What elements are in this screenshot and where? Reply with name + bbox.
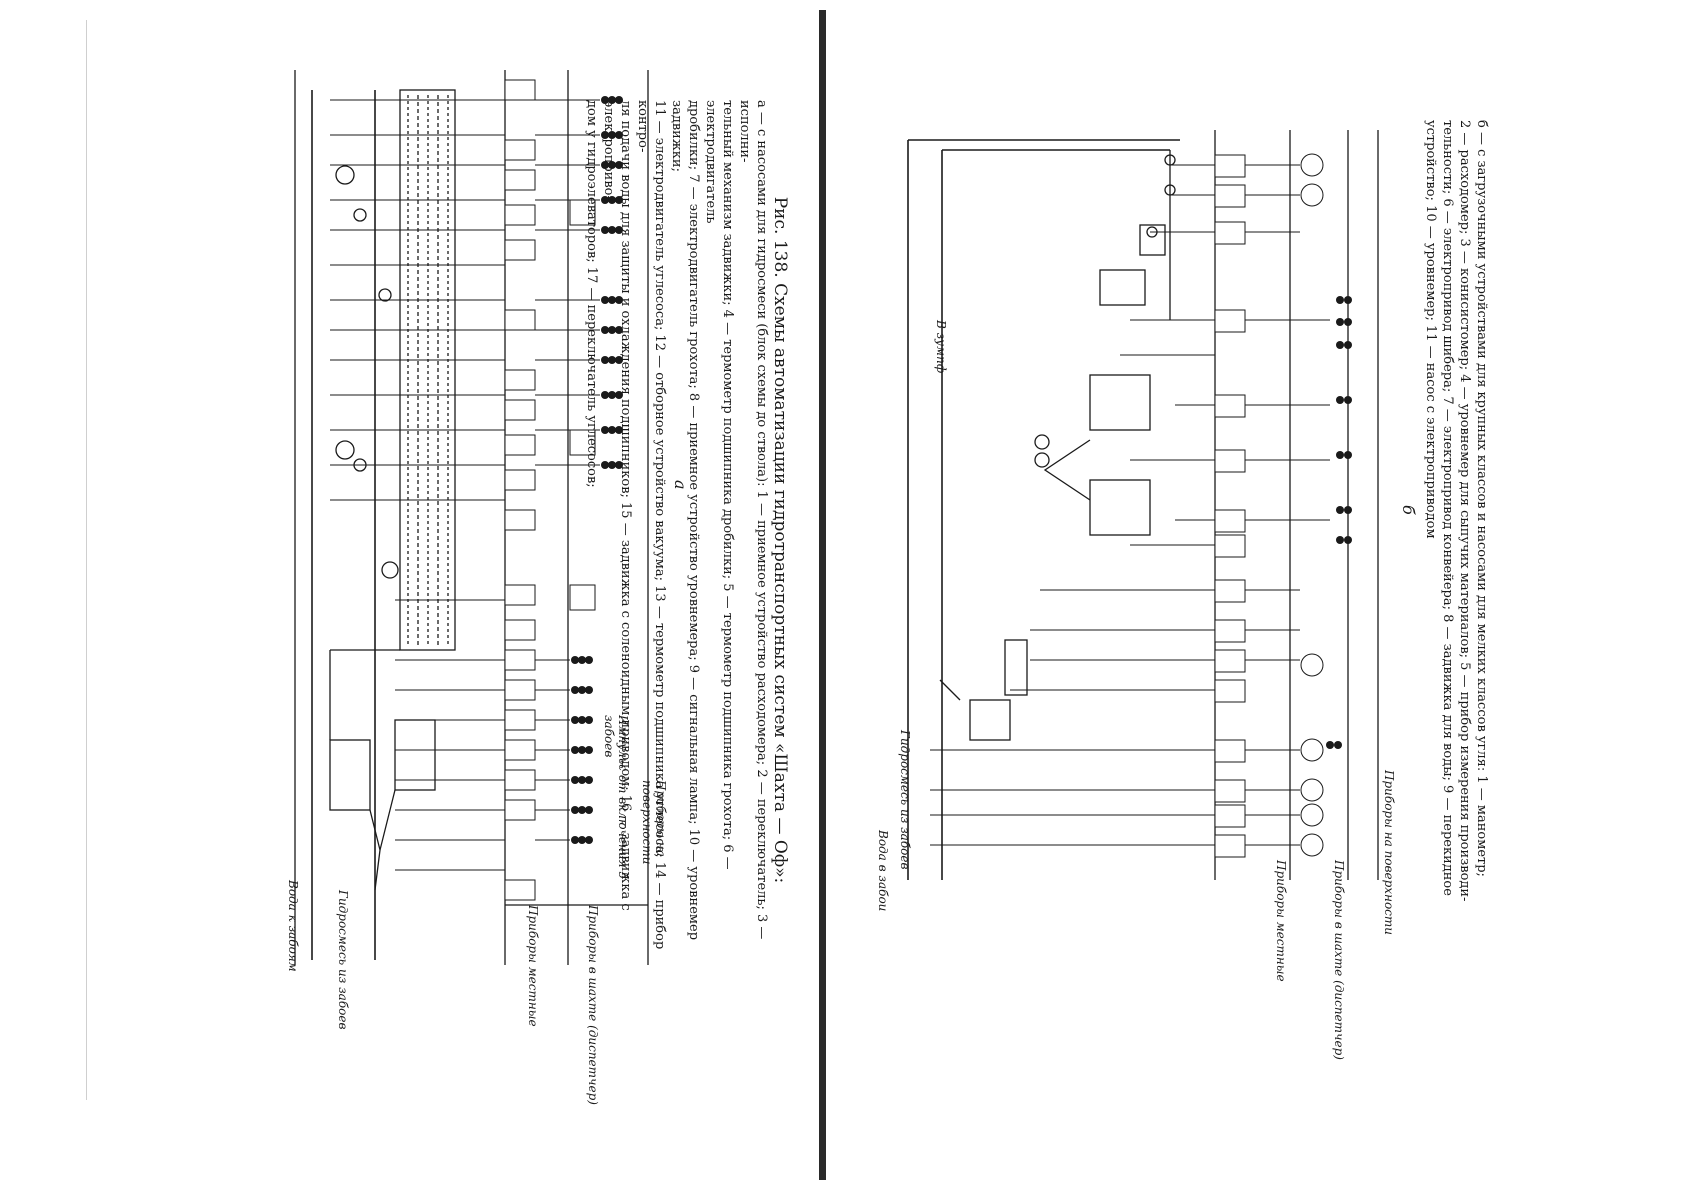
label-surface-instruments-b: Приборы на поверхности	[1382, 770, 1396, 936]
book-gutter	[819, 10, 826, 1180]
label-slurry-from-faces-a: Гидросмесь из забоев	[336, 890, 350, 1030]
caption-b-line-2: 2 — расходомер; 3 — конисистомер; 4 — ур…	[1457, 120, 1472, 902]
figure-caption-a: Рис. 138. Схемы автоматизации гидротранс…	[583, 100, 790, 980]
caption-a-line-4: 11 — электродвигатель углесоса; 12 — отб…	[635, 100, 667, 950]
label-water-to-face-a: Вода к забоям	[286, 880, 300, 972]
figure-title: Рис. 138. Схемы автоматизации гидротранс…	[770, 196, 790, 884]
caption-a-line-5: ля подачи воды для защиты и охлаждения п…	[601, 100, 633, 911]
diagram-a	[294, 70, 649, 965]
label-mine-instruments-b: Приборы в шахте (диспетчер)	[1332, 860, 1346, 1060]
caption-b-line-3: тельности; 6 — электропривод шибера; 7 —…	[1440, 120, 1455, 896]
label-local-instruments-a: Приборы местные	[526, 905, 540, 1027]
caption-b-line-4: устройство; 10 — уровнемер; 11 — насос с…	[1423, 120, 1438, 539]
label-local-instruments-b: Приборы местные	[1274, 860, 1288, 982]
caption-a-line-2: тельный механизм задвижки; 4 — термометр…	[703, 100, 735, 870]
label-water-to-face-b: Вода в забои	[876, 830, 890, 912]
right-page: Вода в забои Гидросмесь из забоев В зумп…	[830, 0, 1684, 1191]
caption-a-line-6: дом у гидроэлеваторов; 17 — переключател…	[584, 100, 599, 488]
left-page: Вода к забоям Гидросмесь из забоев Прибо…	[0, 0, 820, 1191]
diagram-b-letter: б	[1399, 505, 1418, 515]
caption-b-line-1: б — с загрузочными устройствами для круп…	[1474, 120, 1489, 877]
diagram-b	[907, 130, 1379, 880]
figure-caption-b: б — с загрузочными устройствами для круп…	[1422, 120, 1490, 920]
label-to-sump-b: В зумпф	[934, 320, 948, 374]
caption-a-line-3: дробилки; 7 — электродвигатель грохота; …	[669, 100, 701, 941]
label-slurry-from-faces-b: Гидросмесь из забоев	[898, 730, 912, 870]
caption-a-line-1: а — с насосами для гидросмеси (блок схем…	[737, 100, 769, 940]
